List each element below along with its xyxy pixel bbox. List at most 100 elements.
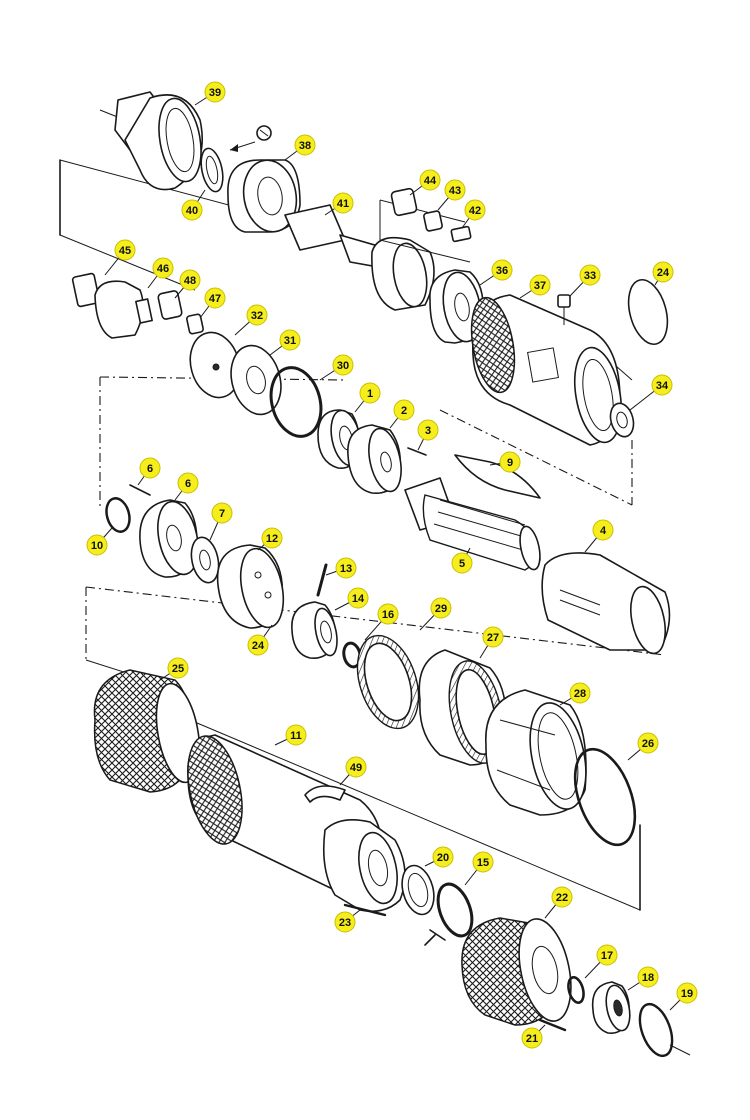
part-label-2: 2 <box>393 399 415 421</box>
part-number-text: 20 <box>437 852 449 864</box>
part-number-text: 15 <box>477 857 489 869</box>
part-label-26: 26 <box>637 732 659 754</box>
part-number-text: 3 <box>425 425 431 437</box>
part-number-text: 31 <box>284 335 296 347</box>
part-number-text: 38 <box>299 140 311 152</box>
part-number-text: 34 <box>656 380 669 392</box>
part-label-33: 33 <box>579 264 601 286</box>
part-39-housing-nut <box>99 91 203 191</box>
part-2-end-plate <box>347 424 402 495</box>
part-41-shaft <box>284 204 435 311</box>
part-33-screw <box>557 294 571 325</box>
part-label-19: 19 <box>676 982 698 1004</box>
part-label-4: 4 <box>592 519 614 541</box>
part-23-pin <box>343 903 387 917</box>
part-number-text: 30 <box>337 360 349 372</box>
part-12-end-plate <box>216 544 285 629</box>
part-number-text: 5 <box>459 558 465 570</box>
part-number-text: 14 <box>352 593 365 605</box>
part-number-text: 27 <box>487 632 499 644</box>
part-label-42: 42 <box>464 199 486 221</box>
part-label-38: 38 <box>294 134 316 156</box>
part-21-pin <box>538 1018 567 1032</box>
part-label-44: 44 <box>419 169 441 191</box>
part-label-41: 41 <box>332 192 354 214</box>
part-31-gasket <box>230 344 282 416</box>
part-5-rotor <box>404 477 541 571</box>
part-label-49: 49 <box>345 756 367 778</box>
part-18-nut <box>591 981 631 1035</box>
part-number-text: 36 <box>496 265 508 277</box>
part-48-47-gears <box>157 290 204 335</box>
part-number-text: 48 <box>184 275 196 287</box>
part-label-45: 45 <box>114 239 136 261</box>
part-30-o-ring <box>269 366 323 438</box>
part-number-text: 6 <box>185 478 191 490</box>
part-label-1: 1 <box>359 382 381 404</box>
part-17-o-ring <box>567 976 585 1004</box>
part-label-18: 18 <box>637 966 659 988</box>
part-number-text: 37 <box>534 280 546 292</box>
part-13-pin <box>316 563 328 597</box>
part-number-text: 1 <box>367 388 373 400</box>
part-label-6b: 6 <box>177 472 199 494</box>
part-number-text: 46 <box>157 263 169 275</box>
part-label-5: 5 <box>451 552 473 574</box>
part-label-25: 25 <box>167 657 189 679</box>
part-number-text: 12 <box>266 533 278 545</box>
part-label-48: 48 <box>179 269 201 291</box>
part-20-ring <box>401 864 435 916</box>
part-label-21: 21 <box>521 1027 543 1049</box>
part-number-text: 39 <box>209 87 221 99</box>
part-number-text: 43 <box>449 185 461 197</box>
part-22-knurled-collar <box>461 917 572 1026</box>
part-number-text: 23 <box>339 917 351 929</box>
part-38-bearing <box>227 159 301 233</box>
part-number-text: 11 <box>290 730 302 742</box>
part-44-43-42-gear-set <box>379 187 472 263</box>
part-number-text: 19 <box>681 988 693 1000</box>
part-number-text: 26 <box>642 738 654 750</box>
part-label-29: 29 <box>430 597 452 619</box>
part-label-31: 31 <box>279 329 301 351</box>
part-number-text: 17 <box>601 950 613 962</box>
part-label-39: 39 <box>204 81 226 103</box>
part-label-11: 11 <box>285 724 307 746</box>
part-number-text: 9 <box>507 457 513 469</box>
part-14-bushing <box>291 601 338 660</box>
part-label-30: 30 <box>332 354 354 376</box>
part-label-14: 14 <box>347 587 369 609</box>
part-number-text: 18 <box>642 972 654 984</box>
part-number-text: 10 <box>91 540 103 552</box>
part-24-snap-ring-top <box>627 278 669 346</box>
part-number-text: 7 <box>219 508 225 520</box>
part-label-40: 40 <box>181 199 203 221</box>
part-28-muffler-ring <box>485 689 587 816</box>
part-29-gasket <box>356 634 420 730</box>
part-number-text: 2 <box>401 405 407 417</box>
part-number-text: 32 <box>251 310 263 322</box>
part-45-carrier <box>71 272 153 339</box>
part-label-17: 17 <box>596 944 618 966</box>
part-label-7: 7 <box>211 502 233 524</box>
part-number-text: 22 <box>556 892 568 904</box>
part-19-snap-ring <box>638 1002 691 1058</box>
part-49-clip <box>304 785 346 803</box>
part-37-motor-housing <box>470 294 623 446</box>
part-label-20: 20 <box>432 846 454 868</box>
part-label-3: 3 <box>417 419 439 441</box>
part-6-pin-and-plate <box>129 484 199 578</box>
part-label-47: 47 <box>204 287 226 309</box>
part-number-text: 44 <box>424 175 437 187</box>
part-label-6a: 6 <box>139 457 161 479</box>
part-label-15: 15 <box>472 851 494 873</box>
part-4-cylinder <box>541 552 671 655</box>
part-11-main-housing <box>187 734 406 913</box>
part-label-32: 32 <box>246 304 268 326</box>
part-27-spacer <box>418 649 507 766</box>
small-screw-icon <box>229 125 272 152</box>
part-26-o-ring <box>573 747 637 847</box>
part-number-text: 28 <box>574 688 586 700</box>
